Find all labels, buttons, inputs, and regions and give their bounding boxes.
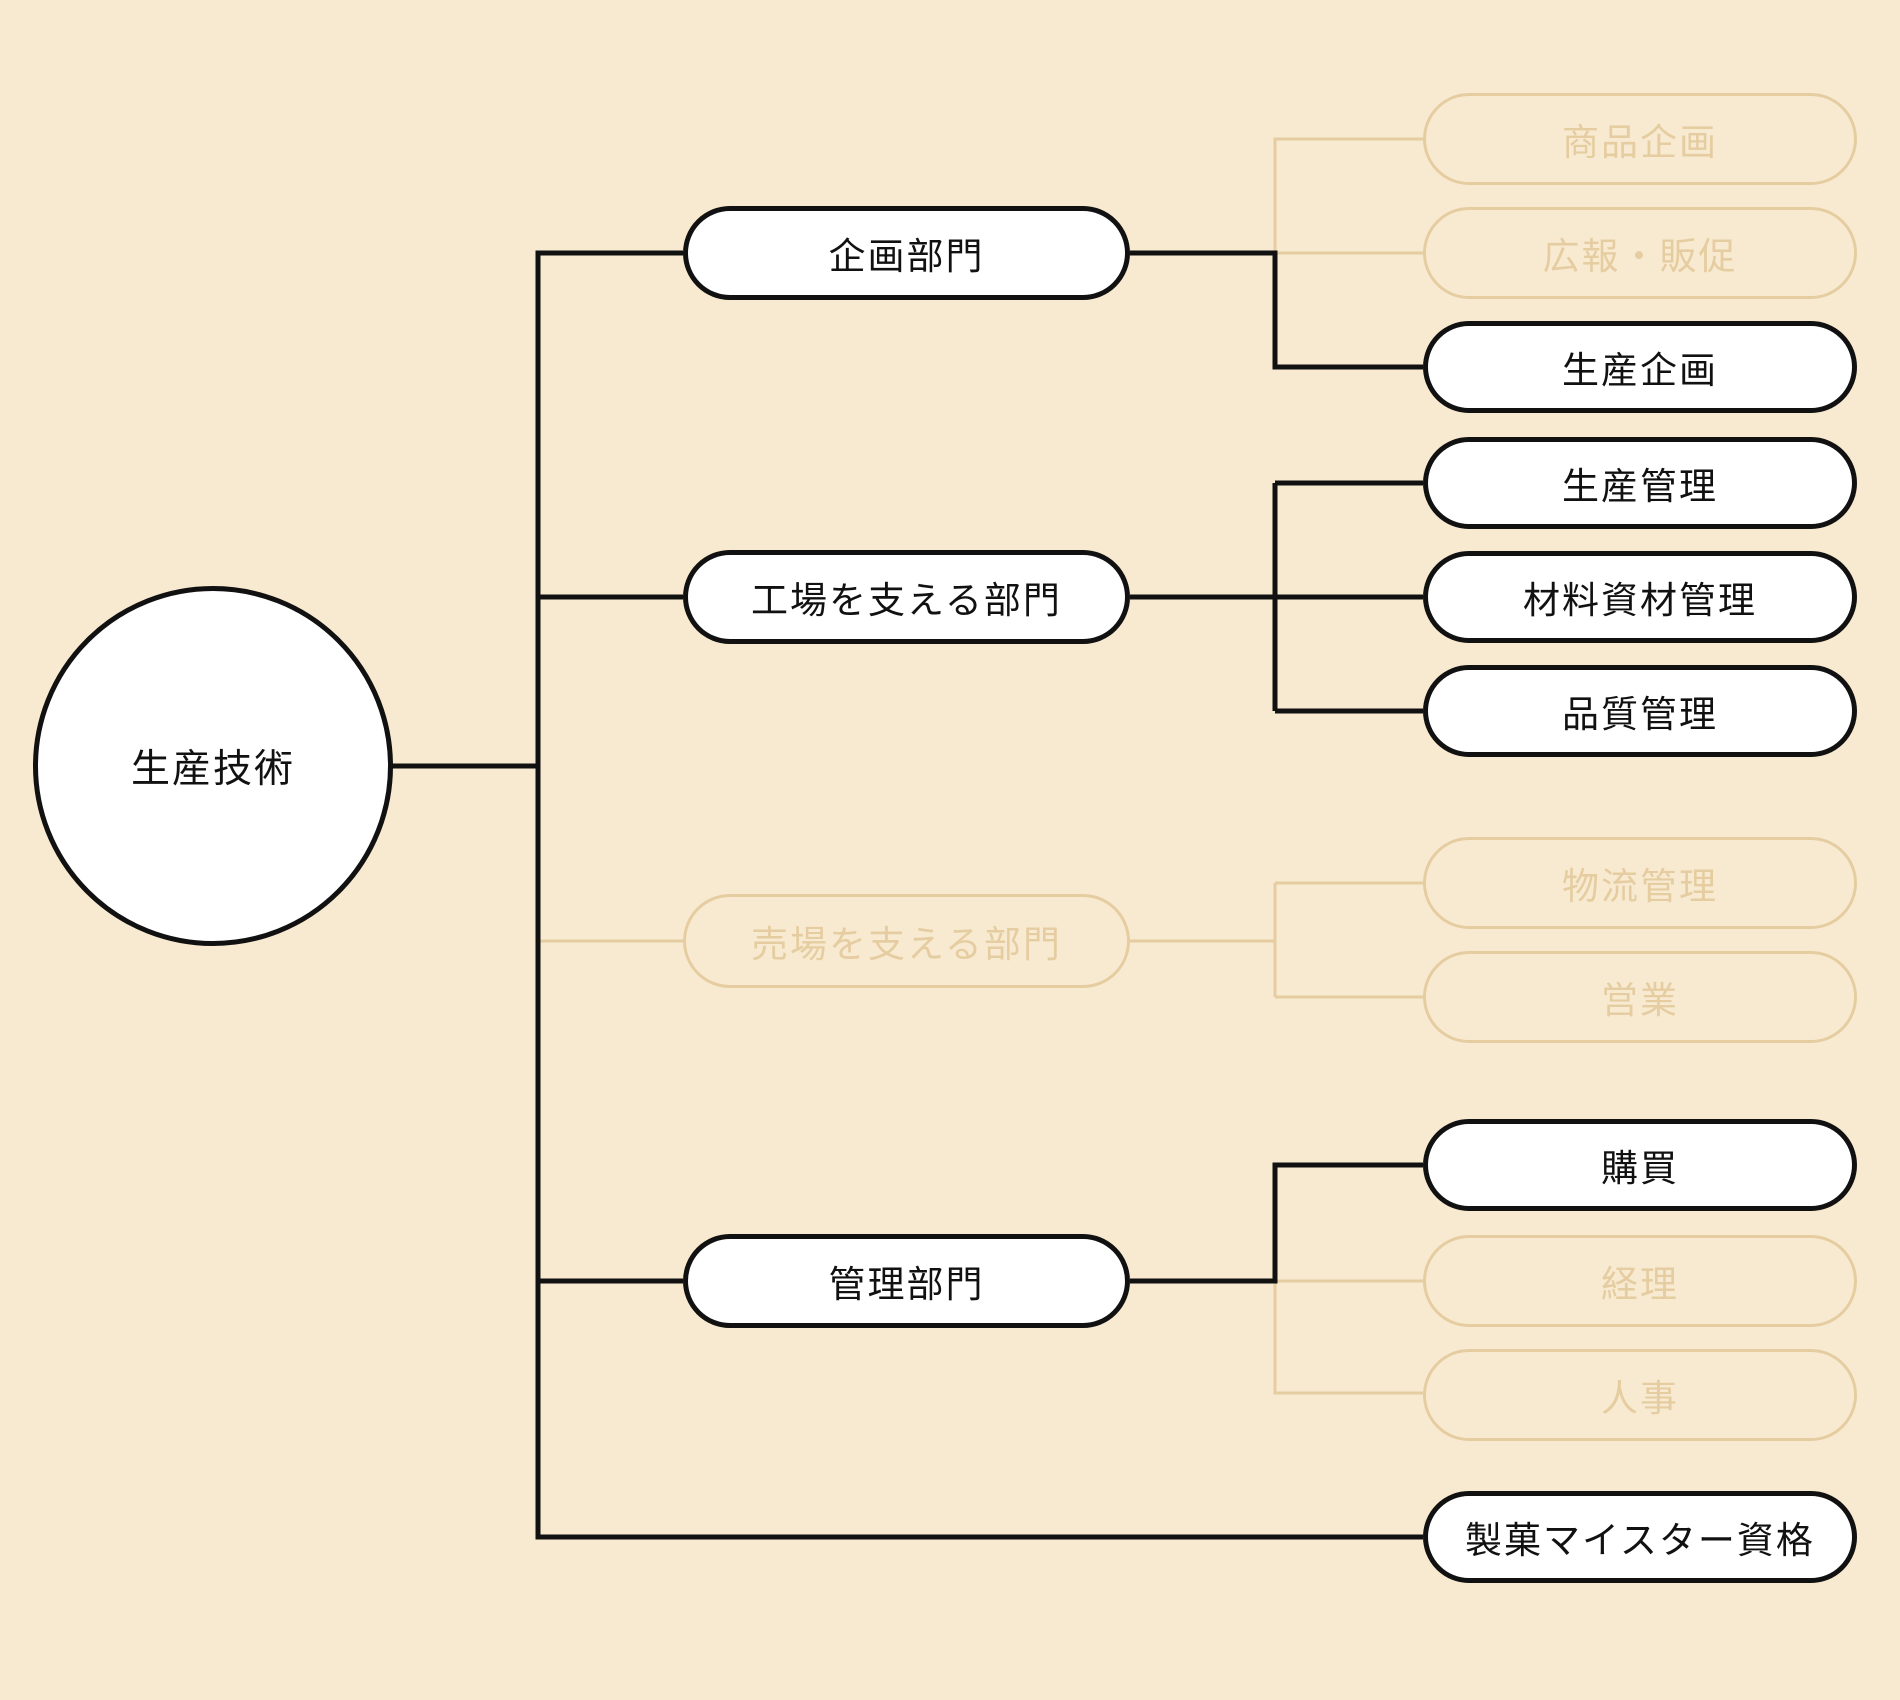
node-label: 物流管理 xyxy=(1562,866,1718,907)
node-label: 生産企画 xyxy=(1562,350,1718,391)
node-keiri: 経理 xyxy=(1423,1235,1857,1327)
node-uriba-sasaeru-bumon: 売場を支える部門 xyxy=(683,894,1130,988)
node-zairyo-shizai-kanri: 材料資材管理 xyxy=(1423,551,1857,643)
node-butsuryu-kanri: 物流管理 xyxy=(1423,837,1857,929)
node-kanri-bumon: 管理部門 xyxy=(683,1234,1130,1328)
node-label: 広報・販促 xyxy=(1542,236,1738,277)
node-shohin-kikaku: 商品企画 xyxy=(1423,93,1857,185)
node-label: 管理部門 xyxy=(828,1264,985,1305)
node-label: 製菓マイスター資格 xyxy=(1465,1520,1815,1561)
connector-active-group xyxy=(391,250,1423,1540)
node-seisan-kanri: 生産管理 xyxy=(1423,437,1857,529)
node-label: 品質管理 xyxy=(1562,694,1718,735)
node-label: 材料資材管理 xyxy=(1523,580,1757,621)
node-label: 経理 xyxy=(1601,1264,1679,1305)
node-label: 工場を支える部門 xyxy=(751,580,1062,621)
node-label: 生産管理 xyxy=(1562,466,1718,507)
node-label: 生産技術 xyxy=(130,748,295,791)
node-label: 人事 xyxy=(1601,1378,1679,1419)
node-label: 購買 xyxy=(1601,1148,1679,1189)
node-eigyo: 営業 xyxy=(1423,951,1857,1043)
node-label: 企画部門 xyxy=(828,236,985,277)
node-kobai: 購買 xyxy=(1423,1119,1857,1211)
node-kojo-sasaeru-bumon: 工場を支える部門 xyxy=(683,550,1130,644)
node-seisan-kikaku: 生産企画 xyxy=(1423,321,1857,413)
node-koho-hansoku: 広報・販促 xyxy=(1423,207,1857,299)
node-label: 売場を支える部門 xyxy=(751,924,1062,965)
node-seika-meister-shikaku: 製菓マイスター資格 xyxy=(1423,1491,1857,1583)
node-hinshitsu-kanri: 品質管理 xyxy=(1423,665,1857,757)
node-label: 営業 xyxy=(1601,980,1679,1021)
node-kikaku-bumon: 企画部門 xyxy=(683,206,1130,300)
node-jinji: 人事 xyxy=(1423,1349,1857,1441)
connector-faded-group xyxy=(538,137,1423,1395)
node-label: 商品企画 xyxy=(1562,122,1718,163)
node-root-seisan-gijutsu: 生産技術 xyxy=(33,586,393,946)
